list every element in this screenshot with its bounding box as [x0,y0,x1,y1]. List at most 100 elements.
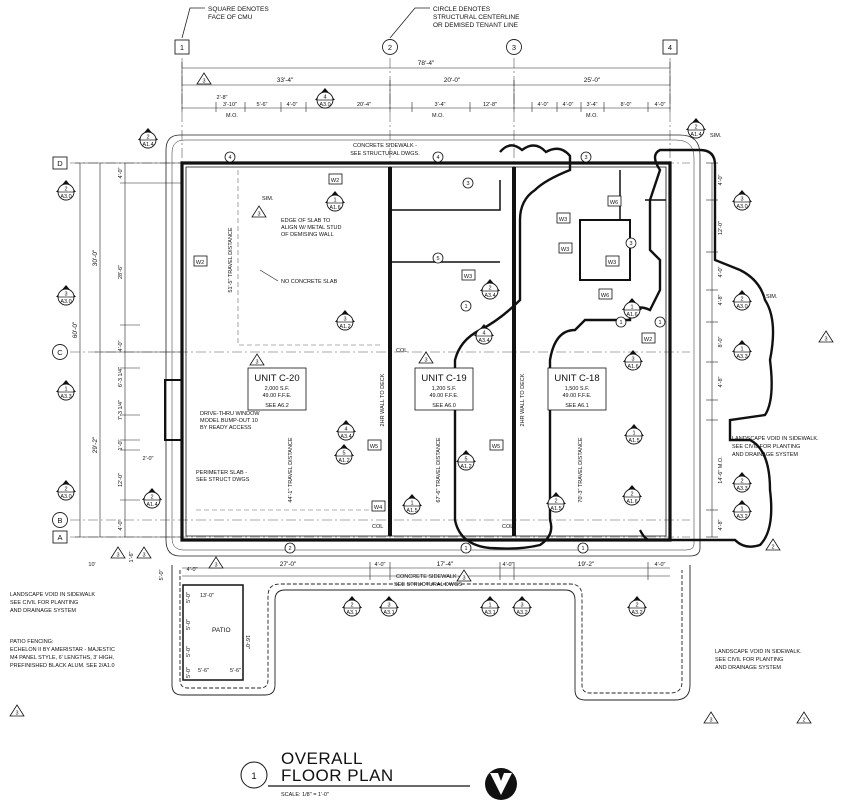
unit-c20-ffe: 49.00 F.F.E. [262,393,292,399]
sidewalk-outline [165,134,701,557]
note-patio-fence-3: M4 PANEL STYLE, 6' LENGTHS, 3' HIGH, [10,655,115,661]
title-scale: SCALE: 1/8" = 1'-0" [281,792,329,798]
dim-left-misc3: 5'-0" [159,569,165,580]
window-tag: W3 [461,269,476,281]
right-dimensions [706,162,718,538]
section-marker: 2A3.0 [56,480,76,501]
door-tag-label: 1 [464,546,467,552]
revision-delta-label: 3 [15,711,18,717]
section-marker-number: 2 [350,603,353,609]
note-landscape-left-2: SEE CIVIL FOR PLANTING [10,600,78,606]
section-marker-sheet: A1.6 [626,499,637,505]
section-marker: 5A1.2 [334,444,354,465]
dim-left-misc2: 1'-6" [129,551,135,562]
section-marker: 3A3.2 [512,596,532,617]
note-drive-thru-1: DRIVE-THRU WINDOW [200,411,260,417]
patio-dim-7: 5'-0" [186,667,192,678]
col-label-3: COL [502,524,513,530]
section-marker-sheet: A3.2 [631,610,642,616]
wall-2hr-label-1: 2HR WALL TO DECK [380,373,386,426]
unit-c20-see: SEE A6.2 [265,403,289,409]
dim-left-b2: 4'-0" [118,340,124,351]
section-marker: 1A3.3 [56,380,76,401]
section-marker-number: 3 [343,317,346,323]
section-marker-number: 2 [740,479,743,485]
dim-left-b3: 6'-3 1/4" [118,367,124,387]
revision-delta-label: 2 [802,718,805,724]
note-landscape-left-1: LANDSCAPE VOID IN SIDEWALK [10,592,95,598]
window-tag-label: W3 [559,217,567,223]
revision-delta-label: 3 [255,360,258,366]
door-tag-label: 1 [581,546,584,552]
section-marker-sheet: A1.4 [142,142,153,148]
section-marker-sheet: A1.5 [406,508,417,514]
revision-delta-label: 3 [824,337,827,343]
door-tag: 2 [284,542,296,554]
dim-bottom-0: 27'-0" [280,561,297,568]
door-tag: 3 [580,151,592,163]
landscape-void-bottom [171,565,691,701]
section-marker-sheet: A3.0 [60,494,71,500]
note-patio-fence-1: PATIO FENCING: [10,639,54,645]
revision-delta-icon: 3 [456,569,472,582]
dim-top2-9: 3'-4" [587,102,598,108]
note-drive-thru-2: MODEL BUMP-OUT 10 [200,418,258,424]
revision-delta-icon: 3 [249,353,265,366]
col-label-2: COL [372,524,383,530]
note-perimeter-1: PERIMETER SLAB - [196,470,247,476]
door-tag: 1 [577,542,589,554]
unit-c18-name: UNIT C-18 [554,373,599,384]
section-marker: 1A3.3 [732,340,752,361]
grid-bubble-A: A [52,530,68,544]
revision-delta-icon: 3 [196,72,212,85]
section-marker: 2A3.0 [732,290,752,311]
window-tag-label: W4 [374,505,382,511]
dim-left-misc4: 4'-0" [187,567,198,573]
wall-2hr-label-2: 2HR WALL TO DECK [520,373,526,426]
revision-delta-icon: 3 [208,556,224,569]
section-marker-sheet: A1.4 [690,132,701,138]
grid-bubble-4: 4 [662,39,678,55]
travel-distance-2: 44'-1" TRAVEL DISTANCE [288,437,294,502]
note-sidewalk-top-1: CONCRETE SIDEWALK - [353,143,417,149]
grid-bubble-3: 3 [506,39,522,55]
mo-label-1: M.O. [226,113,238,119]
section-marker-sheet: A3.0 [60,194,71,200]
door-tag: 1 [615,316,627,328]
window-tag: W4 [371,500,386,512]
door-tag: 4 [224,151,236,163]
section-marker-number: 2 [694,125,697,131]
section-marker-sheet: A3.1 [484,610,495,616]
revision-delta-icon: 3 [9,704,25,717]
window-tag-label: W2 [644,337,652,343]
legend-square-line1: SQUARE DENOTES [208,6,269,13]
dim-right-0: 4'-0" [718,174,724,185]
note-landscape-r2-2: SEE CIVIL FOR PLANTING [715,657,783,663]
legend: SQUARE DENOTES FACE OF CMU CIRCLE DENOTE… [181,6,520,39]
note-edge-slab-1: EDGE OF SLAB TO [281,218,331,224]
unit-c18-area: 1,500 S.F. [565,386,590,392]
door-tag: 1 [654,316,666,328]
section-marker: 3A1.6 [623,350,643,371]
grid-bubble-2: 2 [382,39,398,55]
dim-left-a1: 29'-2" [92,436,99,453]
section-marker-sheet: A1.6 [627,364,638,370]
dim-bottom-4: 19'-2" [578,561,595,568]
dim-top2-8: 4'-0" [563,102,574,108]
revision-delta-icon: 3 [418,351,434,364]
section-marker-number: 3 [520,603,523,609]
section-marker-sheet: A1.5 [628,438,639,444]
section-marker: 5A1.2 [456,450,476,471]
left-dimensions [75,162,182,538]
dim-left-b5: 1'-0" [118,439,124,450]
note-patio-fence-4: PREFINISHED BLACK ALUM. SEE 2/A1.0 [10,663,115,669]
window-tag: W6 [598,288,613,300]
section-marker: 1A1.6 [325,191,345,212]
legend-circle-line2: STRUCTURAL CENTERLINE [433,14,520,21]
section-marker: 1A3.1 [480,596,500,617]
revision-delta-label: 3 [462,576,465,582]
dim-top2-4: 20'-4" [357,102,371,108]
patio-dim-4: 5'-0" [186,592,192,603]
